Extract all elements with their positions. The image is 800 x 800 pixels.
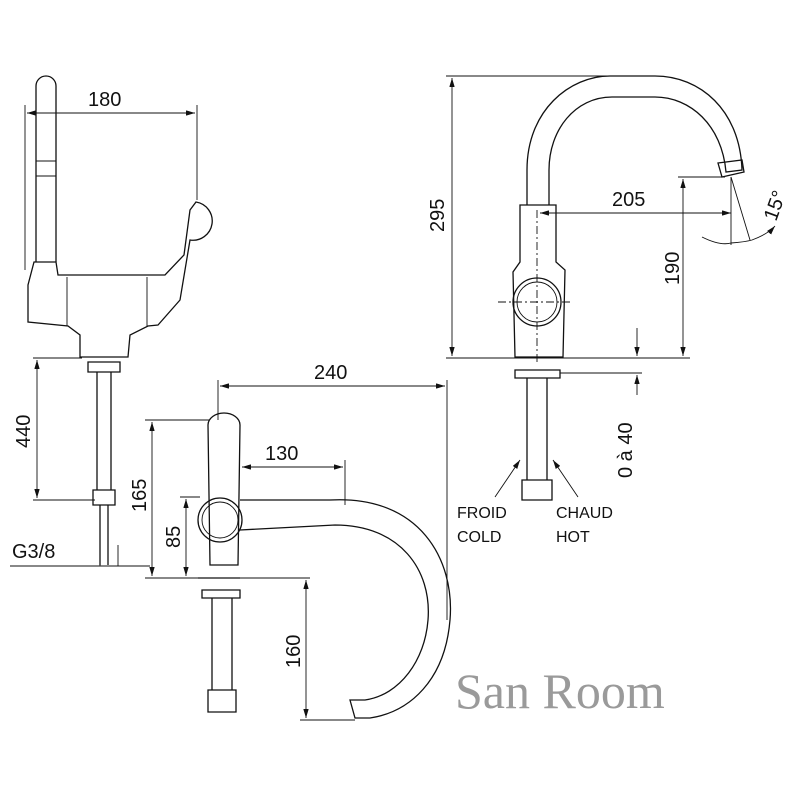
dim-g38: G3/8 — [12, 541, 55, 563]
dim-85: 85 — [163, 526, 185, 548]
front-body — [512, 204, 566, 358]
dim-440: 440 — [13, 415, 35, 448]
top-view: 240 165 85 130 160 — [129, 362, 452, 721]
side-spout-tube — [35, 75, 57, 262]
label-froid: FROID — [457, 505, 507, 522]
label-chaud: CHAUD — [556, 505, 613, 522]
side-view: 180 440 G3/8 — [10, 75, 213, 567]
dim-240: 240 — [314, 362, 347, 384]
label-cold: COLD — [457, 529, 501, 546]
front-shank — [514, 369, 561, 501]
dim-205: 205 — [612, 189, 645, 211]
dim-130: 130 — [265, 443, 298, 465]
dim-165: 165 — [129, 479, 151, 512]
dim-15-degrees: 15° — [760, 188, 791, 224]
dim-160: 160 — [283, 635, 305, 668]
dim-deck-thickness: 0 à 40 — [615, 422, 637, 478]
watermark: San Room — [455, 663, 665, 719]
front-spout — [526, 75, 743, 205]
top-spout — [239, 499, 452, 719]
label-hot: HOT — [556, 529, 590, 546]
top-cartridge-circle — [197, 497, 243, 543]
dim-180: 180 — [88, 89, 121, 111]
dim-295: 295 — [427, 199, 449, 232]
side-shank — [87, 361, 121, 565]
front-view: 295 205 190 15° 0 à 40 FROID COLD CHAUD … — [427, 75, 791, 546]
top-lever — [207, 412, 241, 566]
dim-190: 190 — [662, 252, 684, 285]
side-body — [27, 201, 213, 358]
